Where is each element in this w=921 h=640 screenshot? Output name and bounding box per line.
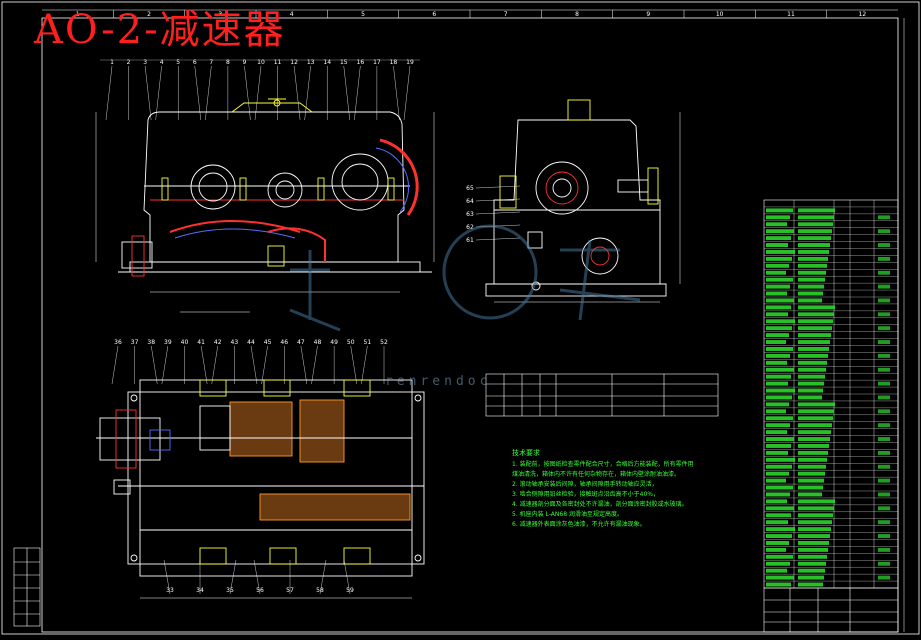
part-balloon: 51	[364, 339, 372, 346]
part-balloon: 7	[209, 59, 213, 66]
part-balloon: 42	[214, 339, 222, 346]
tech-note: 4. 减速器剖分面及各密封处不许漏油，剖分面涂密封胶或水玻璃。	[512, 501, 688, 508]
plan-view	[96, 379, 425, 599]
column-number: 12	[859, 11, 867, 18]
part-balloon: 16	[357, 59, 365, 66]
side-view	[485, 99, 681, 303]
drawing-title: AO-2-减速器	[34, 7, 286, 53]
part-balloon: 39	[164, 339, 172, 346]
part-balloon: 37	[131, 339, 139, 346]
part-balloon: 13	[307, 59, 315, 66]
tech-note: 煤油清洗，箱体内不许有任何杂物存在，箱体内壁涂耐油油漆。	[512, 471, 681, 478]
part-balloon: 14	[323, 59, 331, 66]
technical-requirements: 技术要求 1. 装配前，按图纸检查零件配合尺寸，合格后方能装配，所有零件用 煤油…	[512, 448, 712, 530]
column-number: 6	[432, 11, 436, 18]
part-balloon: 40	[181, 339, 189, 346]
part-balloon: 44	[247, 339, 255, 346]
part-balloon: 38	[147, 339, 155, 346]
part-balloon: 8	[226, 59, 230, 66]
part-balloon: 47	[297, 339, 305, 346]
part-balloon: 17	[373, 59, 381, 66]
column-number: 3	[218, 11, 222, 18]
part-balloon: 19	[406, 59, 414, 66]
part-balloon: 3	[143, 59, 147, 66]
part-balloon: 5	[176, 59, 180, 66]
part-balloon: 36	[114, 339, 122, 346]
watermark-logo	[289, 224, 641, 332]
tech-note: 5. 机座内装 L-AN68 润滑油至规定高度。	[512, 511, 623, 518]
part-balloon: 52	[380, 339, 388, 346]
gear-parameter-table	[485, 373, 719, 417]
part-balloons-plan-top: 36 37 38 39 40 41 42 43 44 45 46 47 48 49 50 51 52	[111, 339, 388, 385]
part-balloon: 46	[280, 339, 288, 346]
tech-note: 2. 滚动轴承安装后间隙，轴承间隙用手转动轴应灵活，	[512, 481, 658, 488]
part-balloon: 12	[290, 59, 298, 66]
part-balloon: 18	[390, 59, 398, 66]
part-balloon: 49	[330, 339, 338, 346]
column-number: 2	[147, 11, 151, 18]
column-number: 9	[646, 11, 650, 18]
part-balloon: 43	[231, 339, 239, 346]
part-balloon: 59	[346, 587, 354, 594]
part-balloon: 41	[197, 339, 205, 346]
watermark-text: renrendoc	[385, 374, 492, 389]
part-balloon: 2	[127, 59, 131, 66]
part-balloon: 45	[264, 339, 272, 346]
part-balloon: 10	[257, 59, 265, 66]
part-balloon: 9	[243, 59, 247, 66]
column-number: 7	[504, 11, 508, 18]
bill-of-materials	[763, 199, 899, 589]
tech-note: 3. 啮合侧隙用铅丝检验，接触斑点沿齿高不小于40%，	[512, 491, 659, 498]
part-balloon: 15	[340, 59, 348, 66]
part-balloon: 6	[193, 59, 197, 66]
part-balloon: 63	[466, 211, 474, 218]
part-balloons-side: 65 64 63 62 61	[466, 185, 521, 244]
part-balloon: 48	[314, 339, 322, 346]
column-number: 5	[361, 11, 365, 18]
part-balloon: 56	[256, 587, 264, 594]
part-balloon: 58	[316, 587, 324, 594]
part-balloon: 50	[347, 339, 355, 346]
title-block	[763, 587, 899, 633]
tech-notes-heading: 技术要求	[512, 449, 540, 457]
tech-note: 1. 装配前，按图纸检查零件配合尺寸，合格后方能装配，所有零件用	[512, 461, 694, 468]
part-balloon: 65	[466, 185, 474, 192]
part-balloon: 33	[166, 587, 174, 594]
column-number: 1	[76, 11, 80, 18]
front-view	[95, 59, 435, 313]
column-number: 8	[575, 11, 579, 18]
side-stamp-block	[13, 547, 41, 627]
part-balloon: 64	[466, 198, 474, 205]
column-number: 11	[787, 11, 795, 18]
part-balloon: 35	[226, 587, 234, 594]
tech-note: 6. 减速器外表面涂灰色油漆，不允许有漏油现象。	[512, 521, 646, 528]
part-balloon: 11	[274, 59, 282, 66]
part-balloon: 1	[110, 59, 114, 66]
part-balloon: 61	[466, 237, 474, 244]
column-number: 4	[290, 11, 294, 18]
part-balloon: 62	[466, 224, 474, 231]
column-number: 10	[716, 11, 724, 18]
part-balloon: 4	[160, 59, 164, 66]
